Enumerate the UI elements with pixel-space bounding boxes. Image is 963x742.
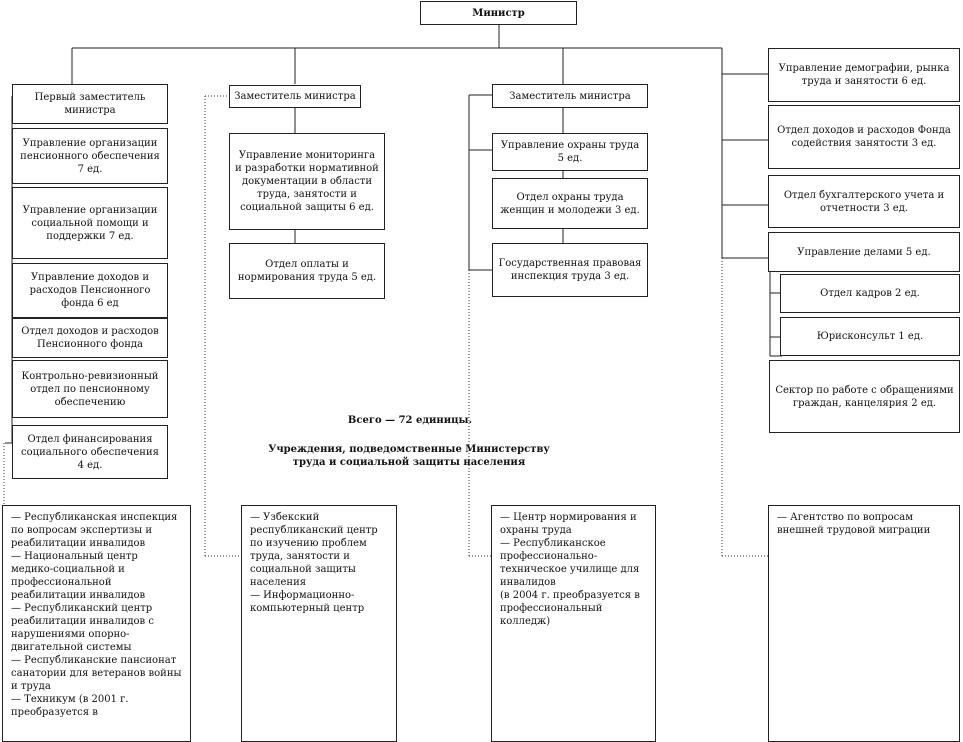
institutions-box: — Республиканская инспекция по вопросам … [2,505,191,742]
deputy-minister-label: Заместитель министра [509,90,631,102]
institutions-box: — Узбекский республиканский центр по изу… [241,505,397,742]
institution-item: — Национальный центр медико-социальной и… [11,551,146,601]
institutions-heading: Учреждения, подведомственные Министерств… [268,444,550,468]
col3-unit-label: Отдел охраны труда женщин и молодежи 3 е… [500,191,640,216]
col4-unit-label: Юрисконсульт 1 ед. [816,331,924,342]
col1-unit-label: Управление организации пенсионного обесп… [20,137,160,175]
col1-unit-box: Управление организации социальной помощи… [12,187,168,259]
col1-unit-label: Управление доходов и расходов Пенсионног… [29,272,151,309]
total-units-caption: Всего — 72 единицы. [347,415,473,426]
col2-unit-label: Отдел оплаты и нормирования труда 5 ед. [237,259,377,283]
col4-unit-label: Управление делами 5 ед. [797,246,931,258]
col1-unit-box: Управление организации пенсионного обесп… [12,128,168,184]
col3-unit-box: Управление охраны труда 5 ед. [492,133,648,171]
col1-unit-label: Управление организации социальной помощи… [22,204,158,242]
institution-item: — Республиканское профессионально-технич… [500,538,640,588]
institutions-box: — Агентство по вопросам внешней трудовой… [768,505,960,742]
col4-unit-label: Отдел бухгалтерского учета и отчетности … [783,189,945,214]
col4-unit-box: Сектор по работе с обращениями граждан, … [769,360,960,433]
institution-item: (в 2004 г. преобразуется в профессиональ… [500,590,640,627]
col4-unit-label: Сектор по работе с обращениями граждан, … [775,384,954,409]
institution-item: — Республиканские пансионат санатории дл… [11,655,182,692]
col3-unit-box: Государственная правовая инспекция труда… [492,243,648,297]
col2-unit-box: Отдел оплаты и нормирования труда 5 ед. [229,243,385,299]
institution-item: — Республиканская инспекция по вопросам … [11,512,178,549]
col1-unit-label: Отдел финансирования социального обеспеч… [21,433,159,471]
col1-unit-box: Отдел доходов и расходов Пенсионного фон… [12,318,168,358]
deputy-minister-box: Заместитель министра [229,85,361,108]
col3-unit-label: Управление охраны труда 5 ед. [500,140,640,164]
col3-unit-box: Отдел охраны труда женщин и молодежи 3 е… [492,178,648,229]
col4-unit-label: Отдел доходов и расходов Фонда содействи… [777,125,951,149]
col4-unit-box: Отдел бухгалтерского учета и отчетности … [768,175,960,228]
col3-unit-label: Государственная правовая инспекция труда… [498,258,642,282]
col1-unit-box: Управление доходов и расходов Пенсионног… [12,263,168,318]
col2-unit-box: Управление мониторинга и разработки норм… [229,133,385,230]
institution-item: — Агентство по вопросам внешней трудовой… [777,512,931,536]
col4-unit-box: Управление демографии, рынка труда и зан… [768,48,960,102]
col1-unit-label: Контрольно-ревизионный отдел по пенсионн… [21,370,159,408]
col4-unit-box: Отдел кадров 2 ед. [780,274,960,313]
deputy-minister-box: Заместитель министра [492,84,648,108]
institution-item: — Узбекский республиканский центр по изу… [250,512,378,588]
minister-label: Министр [472,7,525,19]
institutions-box: — Центр нормирования и охраны труда — Ре… [491,505,656,742]
col4-unit-box: Отдел доходов и расходов Фонда содействи… [768,105,960,169]
col4-unit-box: Управление делами 5 ед. [768,232,960,272]
col1-unit-label: Отдел доходов и расходов Пенсионного фон… [21,326,159,350]
col1-unit-box: Отдел финансирования социального обеспеч… [12,425,168,479]
institution-item: — Центр нормирования и охраны труда [500,512,637,536]
deputy-minister-label: Заместитель министра [234,91,356,102]
institution-item: — Информационно-компьютерный центр [250,590,365,614]
minister-box: Министр [420,1,577,25]
first-deputy-box: Первый заместитель министра [12,84,168,124]
institution-item: — Техникум (в 2001 г. преобразуется в [11,694,129,718]
col4-unit-label: Управление демографии, рынка труда и зан… [778,63,950,87]
col4-unit-box: Юрисконсульт 1 ед. [780,317,960,356]
col4-unit-label: Отдел кадров 2 ед. [820,288,920,299]
first-deputy-label: Первый заместитель министра [34,92,146,116]
col2-unit-label: Управление мониторинга и разработки норм… [235,150,379,213]
institution-item: — Республиканский центр реабилитации инв… [11,603,154,653]
col1-unit-box: Контрольно-ревизионный отдел по пенсионн… [12,360,168,418]
